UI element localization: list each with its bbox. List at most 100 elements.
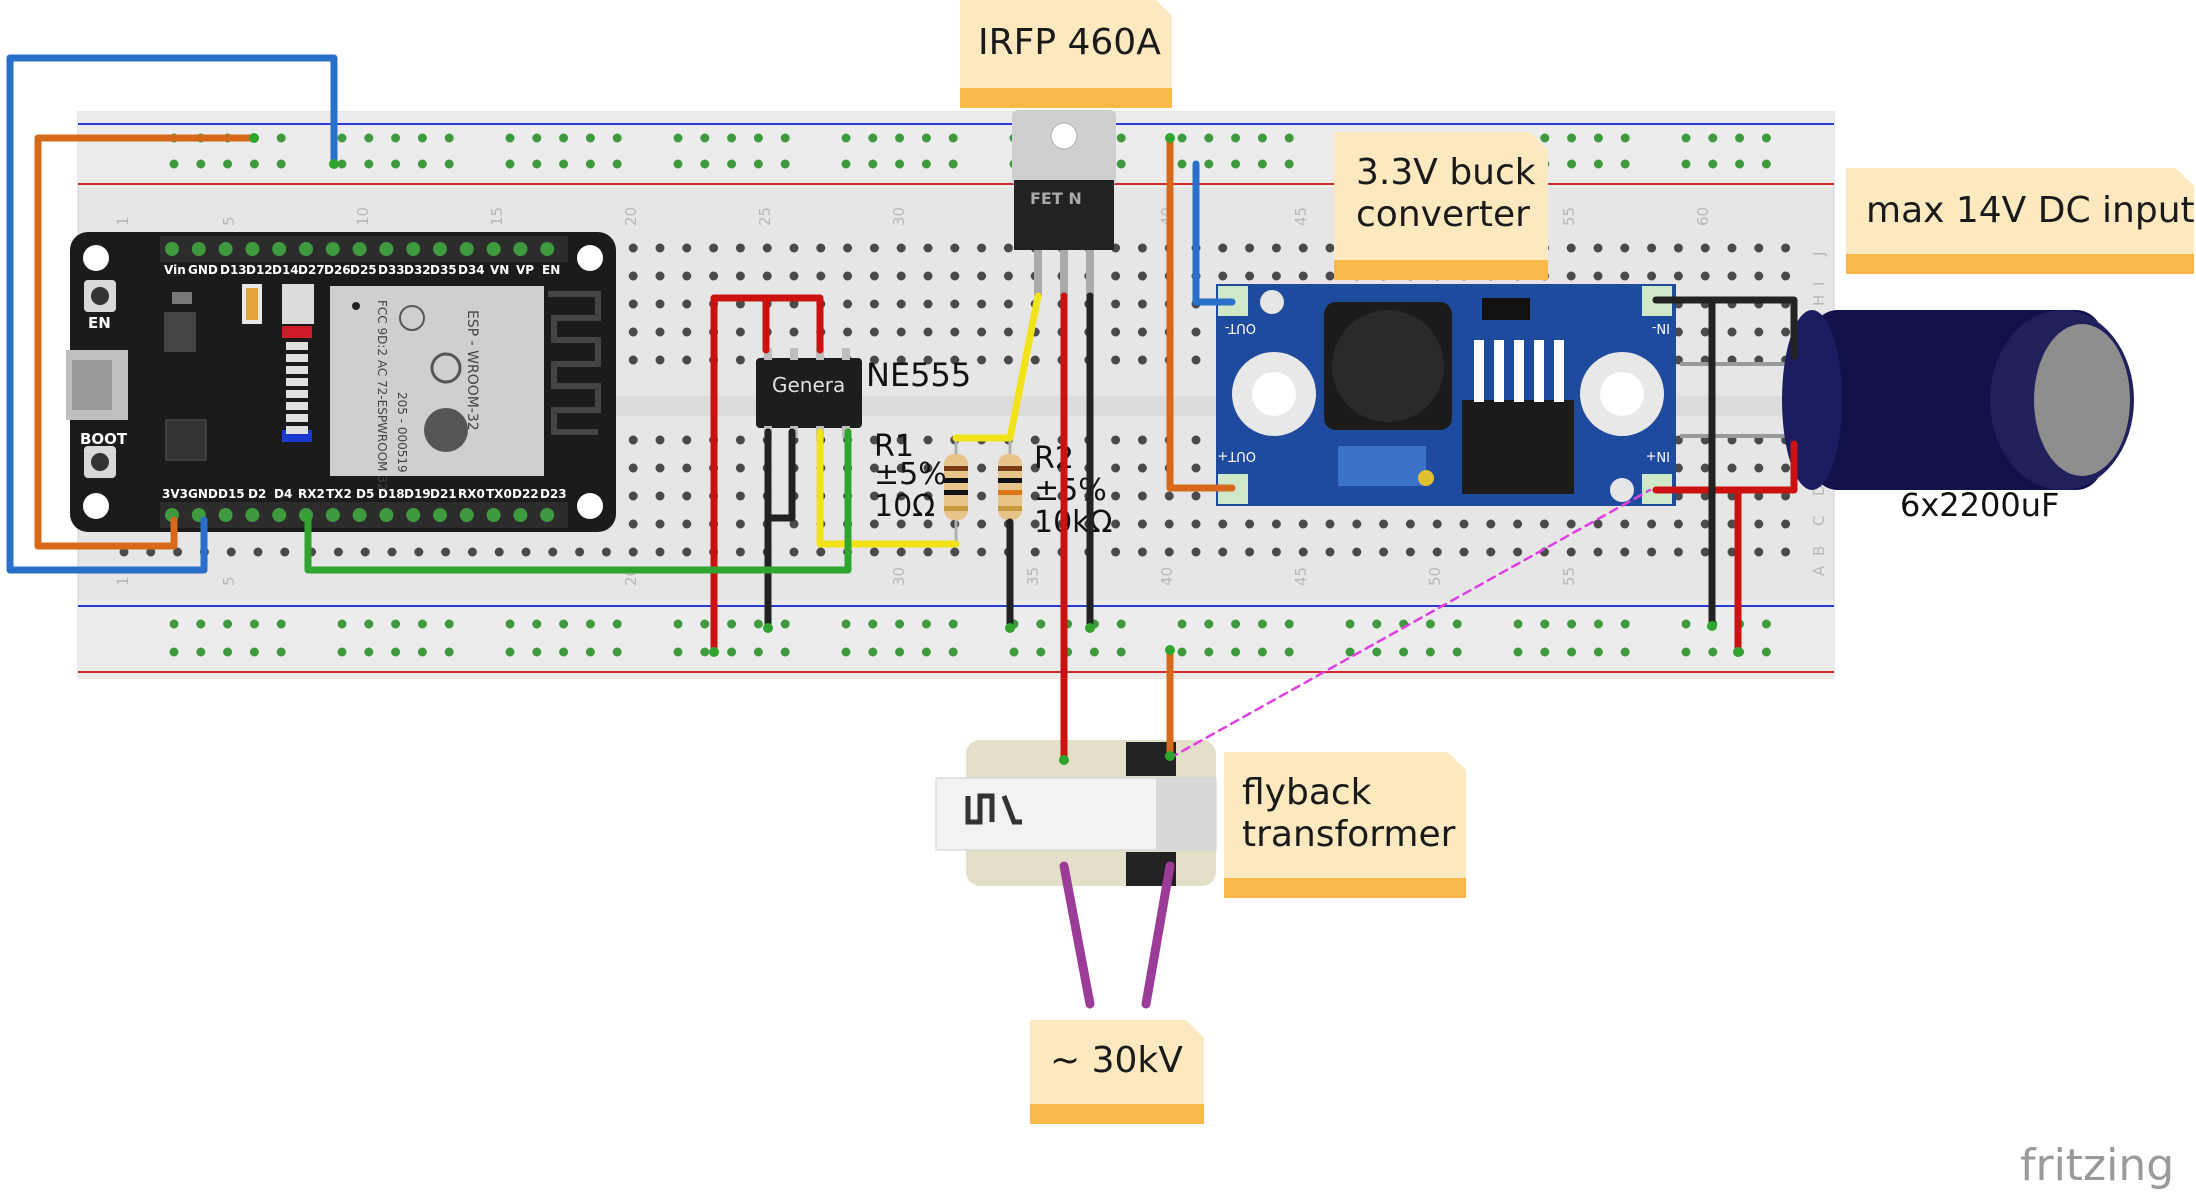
breadboard-hole xyxy=(789,547,799,557)
pin-label: GND xyxy=(188,263,218,277)
column-number: 25 xyxy=(756,207,774,226)
row-letter: B xyxy=(1810,546,1828,556)
breadboard-hole xyxy=(1761,647,1771,657)
breadboard-hole xyxy=(655,271,665,281)
breadboard-hole xyxy=(923,355,933,365)
breadboard-hole xyxy=(923,327,933,337)
breadboard-hole xyxy=(1513,619,1523,629)
esp32-pin xyxy=(540,242,555,256)
breadboard-hole xyxy=(1708,647,1718,657)
breadboard-hole xyxy=(467,547,477,557)
breadboard-hole xyxy=(709,243,719,253)
wires xyxy=(6,54,1798,1009)
breadboard-hole xyxy=(948,159,958,169)
breadboard-hole xyxy=(921,647,931,657)
resistor-r1: R1 ±5% 10Ω xyxy=(874,429,968,544)
wire-blue[interactable] xyxy=(1192,160,1236,306)
breadboard-hole xyxy=(585,647,595,657)
breadboard-hole xyxy=(1379,519,1389,529)
breadboard-hole xyxy=(843,299,853,309)
r2-name: R2 xyxy=(1034,441,1074,476)
breadboard-hole xyxy=(1003,271,1013,281)
breadboard-hole xyxy=(1003,299,1013,309)
wire-yellow[interactable] xyxy=(952,292,1042,442)
ne555-label: NE555 xyxy=(866,356,971,394)
breadboard-hole xyxy=(337,133,347,143)
wire-blue[interactable] xyxy=(6,54,208,574)
breadboard-hole xyxy=(1111,299,1121,309)
column-number: 45 xyxy=(1292,567,1310,586)
breadboard-hole xyxy=(682,519,692,529)
wire-yellow[interactable] xyxy=(816,428,960,548)
pin-label: D19 xyxy=(404,487,431,501)
breadboard-hole xyxy=(753,159,763,169)
breadboard-hole xyxy=(1204,159,1214,169)
wire-black[interactable] xyxy=(1652,296,1798,360)
wire-purple[interactable] xyxy=(1059,861,1095,1009)
breadboard-hole xyxy=(521,547,531,557)
wire-blue[interactable] xyxy=(6,54,338,168)
breadboard-hole xyxy=(1673,519,1683,529)
breadboard-hole xyxy=(896,355,906,365)
breadboard-hole xyxy=(276,647,286,657)
breadboard-hole xyxy=(1727,463,1737,473)
esp32-pin xyxy=(325,508,340,522)
breadboard-hole xyxy=(1673,491,1683,501)
breadboard-hole xyxy=(1754,463,1764,473)
note-buck-line1: 3.3V buck xyxy=(1356,152,1536,193)
wire-purple[interactable] xyxy=(1141,861,1175,1009)
esp32-pin xyxy=(459,508,474,522)
esp32-pin xyxy=(433,508,447,522)
breadboard-hole xyxy=(682,435,692,445)
note-output-voltage: ~ 30kV xyxy=(1030,1020,1204,1124)
pin-label: Vin xyxy=(164,263,186,277)
breadboard-hole xyxy=(628,547,638,557)
column-number: 20 xyxy=(622,207,640,226)
breadboard-hole xyxy=(735,547,745,557)
esp32-pin xyxy=(299,242,313,256)
breadboard-hole xyxy=(1191,519,1201,529)
row-letter: A xyxy=(1810,565,1828,576)
breadboard-hole xyxy=(223,647,233,657)
pin-label: D5 xyxy=(356,487,374,501)
wire-black[interactable] xyxy=(764,428,796,522)
breadboard-hole xyxy=(575,547,585,557)
breadboard-hole xyxy=(843,243,853,253)
breadboard-hole xyxy=(896,271,906,281)
breadboard-hole xyxy=(789,327,799,337)
breadboard-hole xyxy=(196,619,206,629)
note-flyback: flyback transformer xyxy=(1224,752,1466,898)
breadboard-hole xyxy=(709,271,719,281)
pin-label: D27 xyxy=(298,263,325,277)
breadboard-hole xyxy=(391,159,401,169)
wire-dashed-magenta[interactable] xyxy=(1168,488,1652,760)
breadboard-hole xyxy=(223,159,233,169)
breadboard-hole xyxy=(585,619,595,629)
breadboard-hole xyxy=(727,159,737,169)
wire-orange[interactable] xyxy=(1166,134,1236,492)
note-flyback-line2: transformer xyxy=(1242,814,1456,855)
breadboard-hole xyxy=(337,619,347,629)
breadboard-hole xyxy=(1727,271,1737,281)
breadboard-hole xyxy=(223,619,233,629)
breadboard-hole xyxy=(1177,133,1187,143)
breadboard-hole xyxy=(1177,619,1187,629)
breadboard-hole xyxy=(1298,547,1308,557)
wire-green[interactable] xyxy=(304,428,852,574)
breadboard-hole xyxy=(655,463,665,473)
wire-orange[interactable] xyxy=(34,134,258,550)
breadboard-hole xyxy=(655,243,665,253)
breadboard-hole xyxy=(1727,327,1737,337)
pin-label: TX2 xyxy=(326,487,352,501)
note-output-voltage-text: ~ 30kV xyxy=(1050,1040,1183,1081)
breadboard-hole xyxy=(1111,519,1121,529)
breadboard-hole xyxy=(1284,133,1294,143)
breadboard-hole xyxy=(762,271,772,281)
breadboard-hole xyxy=(1111,491,1121,501)
esp32-pin xyxy=(245,242,260,256)
wire-red[interactable] xyxy=(1652,440,1798,494)
breadboard-hole xyxy=(364,159,374,169)
breadboard-hole xyxy=(735,435,745,445)
breadboard-hole xyxy=(1271,271,1281,281)
breadboard-hole xyxy=(869,519,879,529)
